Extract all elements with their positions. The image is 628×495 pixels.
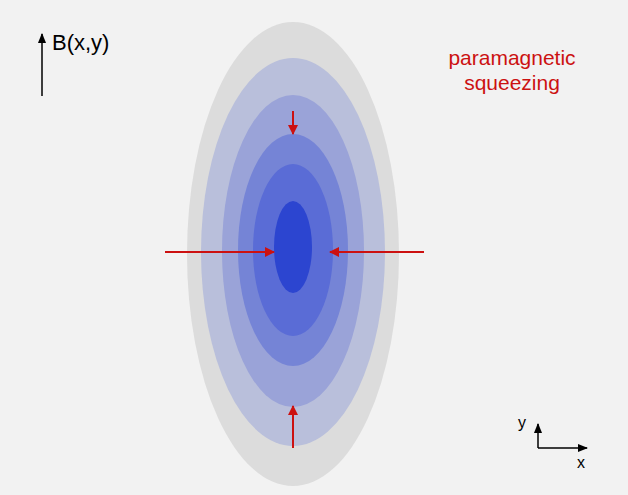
density-contours (187, 22, 399, 486)
squeeze-arrows (165, 111, 424, 448)
axes (538, 424, 587, 448)
field-label: B(x,y) (52, 30, 109, 56)
axis-label: x (577, 453, 585, 472)
axis-label: y (518, 413, 526, 432)
field-arrow (41, 34, 43, 96)
effect-label: paramagnetic squeezing (437, 45, 587, 95)
